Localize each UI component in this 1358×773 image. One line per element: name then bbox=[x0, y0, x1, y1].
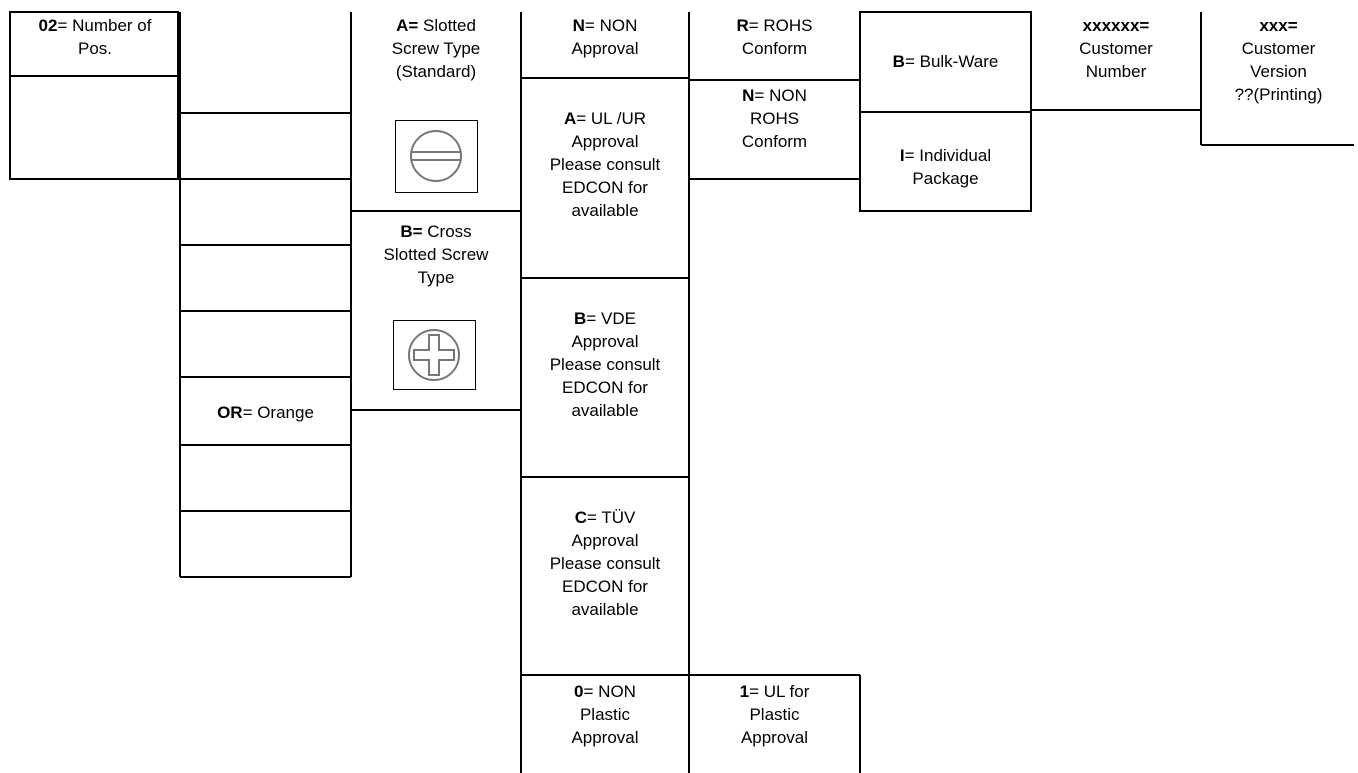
label-approval-non: = NON Approval bbox=[571, 16, 639, 58]
code-customer-number: xxxxxx= bbox=[1082, 16, 1150, 35]
label-customer-number: Customer Number bbox=[1079, 39, 1153, 81]
label-orange: = Orange bbox=[242, 403, 314, 422]
label-individual-package: = Individual Package bbox=[904, 146, 992, 188]
code-customer-version: xxx= bbox=[1259, 16, 1298, 35]
cell-rohs-conform: R= ROHS Conform bbox=[689, 14, 860, 60]
cell-number-of-pos: 02= Number of Pos. bbox=[12, 14, 178, 60]
cell-approval-vde: B= VDE Approval Please consult EDCON for… bbox=[521, 307, 689, 422]
slotted-screw-icon bbox=[395, 120, 478, 193]
code-slotted: A= bbox=[396, 16, 419, 35]
code-rohs-non-conform: N bbox=[742, 86, 755, 105]
cell-approval-ul-ur: A= UL /UR Approval Please consult EDCON … bbox=[521, 107, 689, 222]
code-approval-ul-ur: A bbox=[563, 109, 577, 128]
label-approval-tuv: = TÜV Approval Please consult EDCON for … bbox=[549, 508, 661, 619]
label-bulk-ware: = Bulk-Ware bbox=[904, 52, 999, 71]
cell-rohs-non-conform: N= NON ROHS Conform bbox=[689, 84, 860, 153]
code-number-of-pos: 02 bbox=[38, 16, 58, 35]
cell-individual-package: I= Individual Package bbox=[860, 144, 1031, 190]
cell-slotted-screw: A= Slotted Screw Type (Standard) bbox=[351, 14, 521, 83]
cell-plastic-non: 0= NON Plastic Approval bbox=[521, 680, 689, 749]
label-ul-plastic: = UL for Plastic Approval bbox=[740, 682, 810, 747]
label-slotted: Slotted Screw Type (Standard) bbox=[391, 16, 481, 81]
label-plastic-non: = NON Plastic Approval bbox=[571, 682, 639, 747]
cell-approval-tuv: C= TÜV Approval Please consult EDCON for… bbox=[521, 506, 689, 621]
cell-bulk-ware: B= Bulk-Ware bbox=[860, 50, 1031, 73]
label-rohs-non-conform: = NON ROHS Conform bbox=[741, 86, 808, 151]
code-approval-tuv: C bbox=[574, 508, 587, 527]
cell-ul-plastic: 1= UL for Plastic Approval bbox=[689, 680, 860, 749]
code-rohs-conform: R bbox=[736, 16, 749, 35]
label-number-of-pos: = Number of Pos. bbox=[57, 16, 152, 58]
cross-slotted-screw-icon bbox=[393, 320, 476, 390]
cell-customer-number: xxxxxx= Customer Number bbox=[1031, 14, 1201, 83]
label-rohs-conform: = ROHS Conform bbox=[741, 16, 813, 58]
cell-cross-slotted-screw: B= Cross Slotted Screw Type bbox=[351, 220, 521, 289]
label-cross: Cross Slotted Screw Type bbox=[383, 222, 489, 287]
cell-approval-non: N= NON Approval bbox=[521, 14, 689, 60]
label-approval-ul-ur: = UL /UR Approval Please consult EDCON f… bbox=[549, 109, 661, 220]
label-customer-version: Customer Version ??(Printing) bbox=[1234, 39, 1323, 104]
code-plastic-non: 0 bbox=[574, 682, 584, 701]
cell-color-orange: OR= Orange bbox=[180, 401, 351, 424]
code-cross: B= bbox=[400, 222, 423, 241]
code-bulk-ware: B bbox=[892, 52, 905, 71]
code-orange: OR bbox=[217, 403, 243, 422]
code-ul-plastic: 1 bbox=[739, 682, 750, 701]
code-approval-non: N bbox=[572, 16, 585, 35]
code-approval-vde: B bbox=[574, 309, 587, 328]
code-individual-package: I bbox=[899, 146, 905, 165]
cell-customer-version: xxx= Customer Version ??(Printing) bbox=[1201, 14, 1356, 106]
label-approval-vde: = VDE Approval Please consult EDCON for … bbox=[549, 309, 661, 420]
